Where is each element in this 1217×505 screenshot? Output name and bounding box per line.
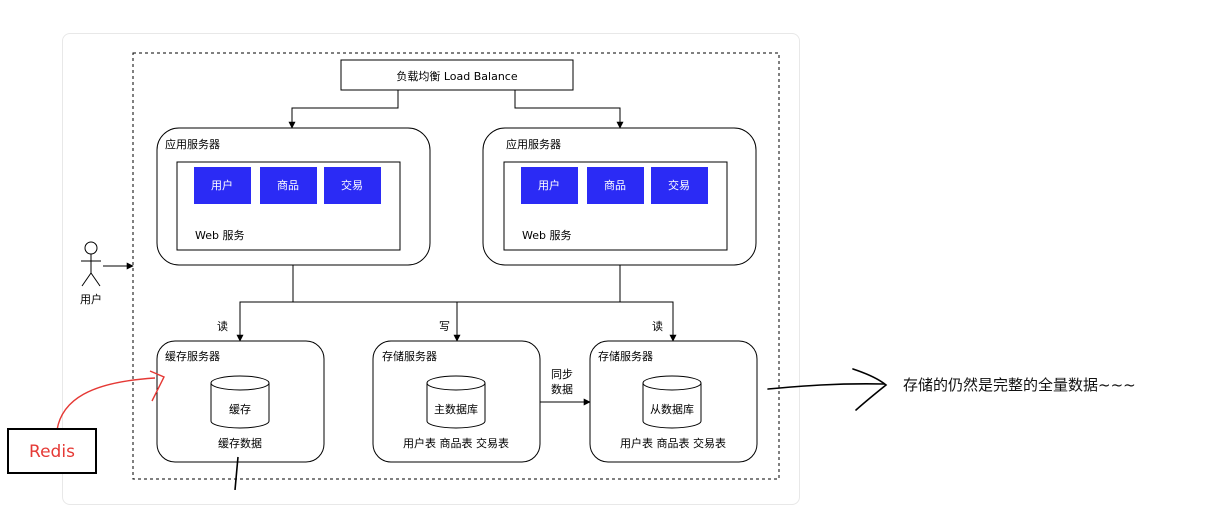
app-server-title: 应用服务器	[165, 137, 220, 151]
redis-pointer-arrowhead-icon	[149, 370, 165, 402]
module-product-label: 商品	[277, 178, 299, 192]
slave-db-label: 从数据库	[650, 402, 694, 416]
annotation-arrow	[767, 368, 888, 411]
sync-label-line2: 数据	[551, 382, 573, 396]
edge-label-read-left: 读	[217, 319, 228, 333]
master-db-cylinder-icon	[426, 375, 486, 429]
read-to-slave-connector	[620, 301, 677, 342]
sync-label-line1: 同步	[551, 368, 573, 381]
module-user	[194, 167, 251, 204]
app-server-title: 应用服务器	[506, 137, 561, 151]
edge-label-read-right: 读	[652, 319, 663, 333]
read-to-cache-connector	[236, 301, 293, 342]
cache-server-title: 缓存服务器	[165, 349, 220, 363]
module-trade-label: 交易	[668, 178, 690, 192]
app-server-left: 应用服务器 用户 商品 交易 Web 服务	[156, 127, 431, 266]
module-product-label: 商品	[604, 178, 626, 192]
user-actor-icon	[81, 241, 101, 287]
app-merge-connector	[292, 265, 621, 303]
module-product	[260, 167, 317, 204]
redis-pointer-curve	[56, 377, 156, 431]
lb-to-app-right-connector	[514, 90, 624, 129]
redis-box	[7, 428, 97, 474]
app-server-right: 应用服务器 用户 商品 交易 Web 服务	[482, 127, 757, 266]
architecture-diagram: 负载均衡 Load Balance 应用服务器 用户 商品 交易 Web 服务 …	[7, 52, 1136, 490]
module-user-label: 用户	[211, 178, 233, 192]
module-trade	[651, 167, 708, 204]
cache-caption: 缓存数据	[218, 436, 262, 450]
load-balancer-label: 负载均衡 Load Balance	[396, 69, 517, 83]
module-trade-label: 交易	[341, 178, 363, 192]
web-service-label: Web 服务	[195, 229, 244, 242]
user-label: 用户	[80, 292, 102, 306]
annotation-text: 存储的仍然是完整的全量数据~~~	[903, 376, 1136, 394]
module-trade	[324, 167, 381, 204]
master-storage-server: 存储服务器 主数据库 用户表 商品表 交易表	[372, 340, 541, 463]
cache-db-label: 缓存	[229, 402, 251, 416]
handdrawn-mark	[234, 456, 239, 490]
master-server-title: 存储服务器	[382, 349, 437, 363]
load-balancer-box	[340, 59, 574, 91]
web-service-label: Web 服务	[522, 229, 571, 242]
slave-storage-server: 存储服务器 从数据库 用户表 商品表 交易表	[589, 340, 758, 463]
module-user	[521, 167, 578, 204]
slave-caption: 用户表 商品表 交易表	[620, 436, 726, 450]
system-boundary	[132, 52, 780, 480]
cache-server: 缓存服务器 缓存 缓存数据	[156, 340, 325, 463]
slave-server-title: 存储服务器	[598, 349, 653, 363]
slave-db-cylinder-icon	[642, 375, 702, 429]
master-caption: 用户表 商品表 交易表	[403, 436, 509, 450]
lb-to-app-left-connector	[288, 90, 399, 129]
redis-label: Redis	[29, 442, 75, 462]
cache-db-cylinder-icon	[210, 375, 270, 429]
edge-label-write: 写	[439, 320, 450, 333]
module-product	[587, 167, 644, 204]
module-user-label: 用户	[538, 178, 560, 192]
master-db-label: 主数据库	[434, 402, 478, 416]
